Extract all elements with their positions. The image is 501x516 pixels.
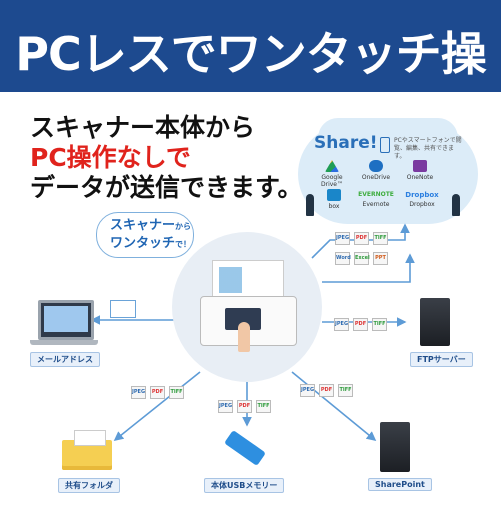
callout-line-1: スキャナーから (110, 214, 191, 233)
scanned-document (212, 260, 284, 302)
service-google-drive: Google Drive™ (310, 160, 354, 188)
tiff-file-icon: TIFF (256, 400, 271, 413)
service-label: OneDrive (361, 174, 391, 181)
service-box: box (312, 189, 356, 210)
service-label: Dropbox (409, 201, 435, 208)
phone-icon (380, 137, 390, 153)
onenote-icon (413, 160, 427, 172)
service-label: Evernote (362, 201, 390, 208)
headline-line-2: PC操作なしで (30, 143, 191, 172)
folder-papers (74, 430, 106, 446)
arrow-to-cloud-2 (322, 253, 415, 283)
tiff-file-icon: TIFF (338, 384, 353, 397)
label-shared-folder: 共有フォルダ (58, 478, 120, 493)
service-onedrive: OneDrive (354, 160, 398, 181)
laptop-icon (38, 300, 94, 340)
label-sharepoint: SharePoint (368, 478, 432, 491)
service-label: box (328, 203, 340, 210)
arrow-to-sharepoint (291, 371, 377, 442)
service-label: Google Drive™ (321, 174, 343, 188)
headline-line-3: データが送信できます。 (30, 173, 303, 202)
header-title: PCレスでワンタッチ操作 (15, 27, 486, 147)
scanner-touchscreen[interactable] (225, 308, 261, 330)
excel-file-icon: Excel (354, 252, 370, 265)
callout-bubble (96, 212, 194, 258)
pdf-file-icon: PDF (353, 318, 368, 331)
service-evernote: EVERNOTE Evernote (354, 189, 398, 208)
pdf-file-icon: PDF (319, 384, 334, 397)
jpeg-file-icon: JPEG (335, 232, 350, 245)
scanner-icon (200, 260, 297, 352)
callout-text: ワンタッチ (110, 236, 176, 251)
onedrive-icon (369, 160, 383, 172)
box-icon (327, 189, 341, 201)
service-label: OneNote (406, 174, 434, 181)
ftp-server-icon (420, 298, 450, 346)
ppt-file-icon: PPT (373, 252, 388, 265)
tiff-file-icon: TIFF (373, 232, 388, 245)
jpeg-file-icon: JPEG (131, 386, 146, 399)
tiff-file-icon: TIFF (169, 386, 184, 399)
person-icon-left (306, 194, 314, 216)
share-subtitle: PCやスマートフォンで閲覧、編集、共有できます。 (394, 137, 462, 160)
share-title: Share! (314, 133, 378, 153)
arrow-to-folder (113, 371, 201, 441)
pdf-file-icon: PDF (354, 232, 369, 245)
sharepoint-server-icon (380, 422, 410, 472)
envelope-icon (110, 300, 136, 318)
dropbox-logo: Dropbox (405, 191, 439, 199)
header-banner: PCレスでワンタッチ操作 (0, 0, 501, 147)
pdf-file-icon: PDF (237, 400, 252, 413)
laptop-base (30, 340, 98, 345)
service-dropbox: Dropbox Dropbox (400, 189, 444, 208)
evernote-logo: EVERNOTE (358, 191, 394, 198)
headline-line-1: スキャナー本体から (30, 113, 256, 142)
label-usb-memory: 本体USBメモリー (204, 478, 285, 493)
service-onenote: OneNote (398, 160, 442, 181)
callout-line-2: ワンタッチで！ (110, 232, 191, 251)
jpeg-file-icon: JPEG (334, 318, 349, 331)
label-ftp: FTPサーバー (410, 352, 473, 367)
jpeg-file-icon: JPEG (300, 384, 315, 397)
share-cloud-top (318, 118, 458, 158)
jpeg-file-icon: JPEG (218, 400, 233, 413)
pdf-file-icon: PDF (150, 386, 165, 399)
word-file-icon: Word (335, 252, 351, 265)
person-icon-right (452, 194, 460, 216)
callout-text-small: で！ (175, 240, 192, 249)
tiff-file-icon: TIFF (372, 318, 387, 331)
callout-text: スキャナー (110, 218, 176, 233)
callout-text-small: から (175, 222, 192, 231)
label-email: メールアドレス (30, 352, 100, 367)
finger-icon (238, 322, 250, 352)
